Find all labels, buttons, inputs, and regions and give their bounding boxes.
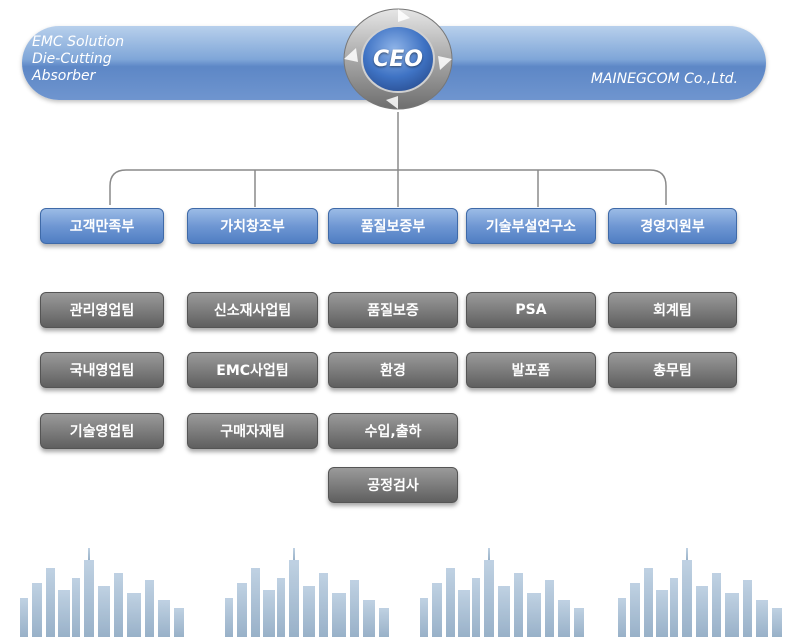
team-new-materials[interactable]: 신소재사업팀: [187, 292, 318, 328]
ceo-label: CEO: [373, 46, 423, 72]
team-general-affairs[interactable]: 총무팀: [608, 352, 737, 388]
ceo-emblem: CEO: [340, 4, 456, 114]
team-purchasing[interactable]: 구매자재팀: [187, 413, 318, 449]
team-process-inspection[interactable]: 공정검사: [328, 467, 458, 503]
team-domestic-sales[interactable]: 국내영업팀: [40, 352, 164, 388]
tagline-line-3: Absorber: [32, 68, 96, 84]
team-psa[interactable]: PSA: [466, 292, 596, 328]
team-environment[interactable]: 환경: [328, 352, 458, 388]
skyline-block-1: [20, 548, 184, 637]
team-quality-assurance[interactable]: 품질보증: [328, 292, 458, 328]
city-skyline-decoration: [20, 548, 782, 637]
dept-research-institute[interactable]: 기술부설연구소: [466, 208, 596, 244]
skyline-block-4: [618, 548, 782, 637]
tagline-line-1: EMC Solution: [32, 34, 125, 50]
team-management-sales[interactable]: 관리영업팀: [40, 292, 164, 328]
ceo-ring-icon: [343, 8, 453, 110]
team-foam[interactable]: 발포폼: [466, 352, 596, 388]
team-import-shipping[interactable]: 수입,출하: [328, 413, 458, 449]
tagline-line-2: Die-Cutting: [32, 51, 112, 67]
team-accounting[interactable]: 회계팀: [608, 292, 737, 328]
team-emc-business[interactable]: EMC사업팀: [187, 352, 318, 388]
header-tagline: EMC Solution Die-Cutting Absorber: [32, 34, 124, 85]
team-technical-sales[interactable]: 기술영업팀: [40, 413, 164, 449]
connector-horizontal: [109, 169, 667, 205]
dept-customer-satisfaction[interactable]: 고객만족부: [40, 208, 164, 244]
skyline-block-2: [225, 548, 389, 637]
dept-quality-assurance[interactable]: 품질보증부: [328, 208, 458, 244]
company-name: MAINEGCOM Co.,Ltd.: [590, 71, 738, 87]
skyline-block-3: [420, 548, 584, 637]
dept-value-creation[interactable]: 가치창조부: [187, 208, 318, 244]
dept-management-support[interactable]: 경영지원부: [608, 208, 737, 244]
